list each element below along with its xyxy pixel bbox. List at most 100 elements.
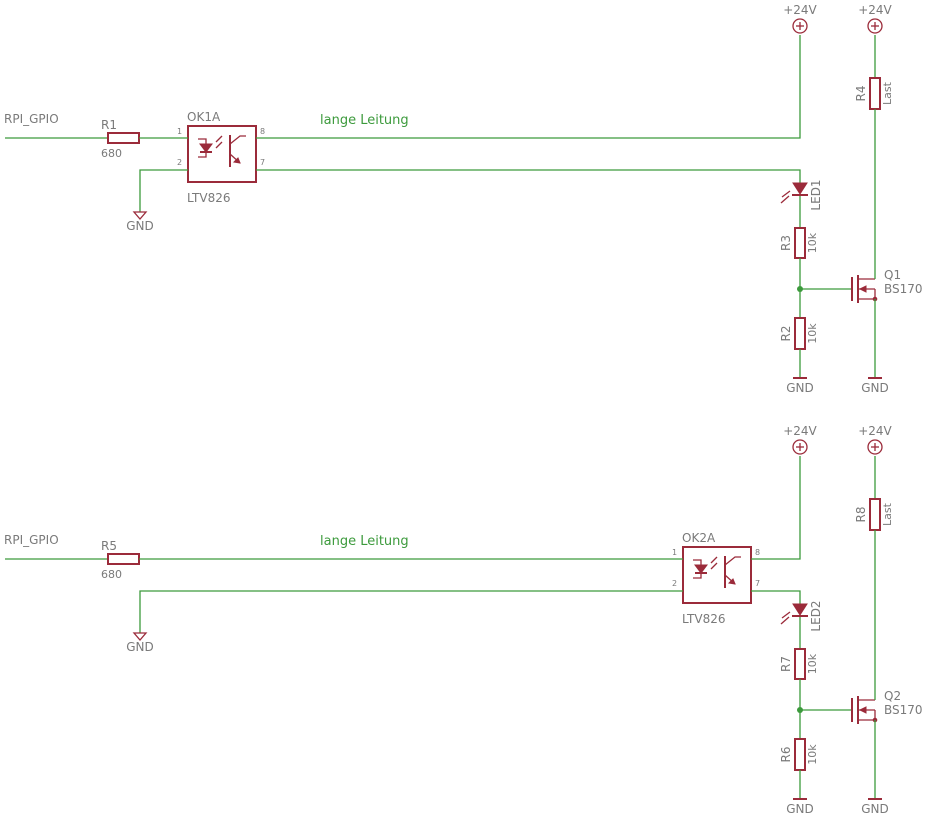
ground-symbol: GND [786, 377, 814, 395]
resistor-bottom: R2 10k [779, 317, 819, 350]
opto-collector [229, 135, 246, 145]
led-label: LED1 [809, 179, 823, 210]
supply-label: +24V [858, 424, 892, 438]
supply-symbol: +24V [783, 3, 818, 34]
supply-circle [867, 439, 883, 455]
ground-label: GND [861, 381, 889, 395]
mosfet-name: Q1 [884, 268, 901, 282]
resistor-value: 10k [806, 653, 819, 674]
led-light-arrow [781, 190, 791, 198]
opto-lead-a [693, 559, 702, 565]
mosfet-arrow [858, 285, 867, 293]
resistor-name: R2 [779, 326, 793, 342]
resistor-body [794, 738, 806, 771]
supply-label: +24V [858, 3, 892, 17]
resistor-name: R8 [854, 507, 868, 523]
resistor-value: 10k [806, 323, 819, 344]
optocoupler: OK2A LTV826 1 2 8 7 [672, 531, 760, 626]
led-triangle [792, 182, 808, 195]
led-label: LED2 [809, 600, 823, 631]
opto-emitter-arrow [232, 157, 241, 164]
optocoupler-name: OK2A [682, 531, 716, 545]
optocoupler-body [187, 125, 257, 183]
cable-label: lange Leitung [320, 113, 409, 128]
led-triangle [792, 603, 808, 616]
optocoupler-body [682, 546, 752, 604]
opto-collector [724, 556, 741, 566]
ground-label: GND [126, 219, 154, 233]
supply-symbol: +24V [783, 424, 818, 455]
optocoupler: OK1A LTV826 1 2 8 7 [177, 110, 265, 205]
optocoupler-type: LTV826 [682, 612, 725, 626]
led-light-arrow [780, 195, 790, 204]
supply-label: +24V [783, 3, 817, 17]
resistor-body [794, 648, 806, 680]
pin-2: 2 [672, 579, 677, 588]
optocoupler-name: OK1A [187, 110, 221, 124]
ground-triangle [132, 211, 148, 220]
load-resistor: R8 Last [854, 498, 894, 531]
opto-led-triangle [199, 143, 213, 153]
pin-1: 1 [672, 548, 677, 557]
circuit-1: RPI_GPIO R1 680 OK1A LTV826 1 2 8 7 lange Leitung… [4, 3, 923, 395]
supply-symbol: +24V [858, 3, 893, 34]
ground-triangle [132, 632, 148, 641]
cathode-wire [139, 590, 683, 633]
resistor-name: R1 [101, 118, 117, 132]
resistor-top: R7 10k [779, 648, 819, 680]
pin-7: 7 [260, 158, 265, 167]
collector-wire [256, 35, 801, 139]
opto-light-arrow [215, 135, 223, 143]
supply-circle [867, 18, 883, 34]
resistor-body [794, 227, 806, 259]
resistor-body [794, 317, 806, 350]
opto-lead-k [693, 573, 702, 579]
ground-symbol: GND [861, 798, 889, 816]
opto-lead-a [198, 138, 207, 144]
supply-symbol: +24V [858, 424, 893, 455]
resistor-value: 10k [806, 744, 819, 765]
ground-label: GND [861, 802, 889, 816]
supply-circle [792, 18, 808, 34]
opto-emitter-arrow [727, 578, 736, 585]
pin-7: 7 [755, 579, 760, 588]
resistor-name: R3 [779, 235, 793, 251]
resistor-value: 680 [101, 568, 122, 581]
optocoupler-type: LTV826 [187, 191, 230, 205]
ground-symbol: GND [126, 211, 154, 233]
pin-1: 1 [177, 127, 182, 136]
mosfet-arrow [858, 706, 867, 714]
opto-light-arrow [710, 556, 718, 564]
ground-label: GND [786, 381, 814, 395]
opto-light-arrow [710, 562, 718, 570]
mosfet-name: Q2 [884, 689, 901, 703]
cathode-wire [139, 169, 188, 212]
resistor-body [107, 132, 140, 144]
pin-8: 8 [755, 548, 760, 557]
resistor-name: R7 [779, 656, 793, 672]
gpio-label: RPI_GPIO [4, 112, 59, 126]
ground-label: GND [126, 640, 154, 654]
resistor-value: 10k [806, 232, 819, 253]
resistor-body [869, 498, 881, 531]
resistor-top: R3 10k [779, 227, 819, 259]
ground-symbol: GND [861, 377, 889, 395]
mosfet-type: BS170 [884, 282, 923, 296]
ground-symbol: GND [786, 798, 814, 816]
led-light-arrow [780, 616, 790, 625]
led: LED1 [780, 179, 823, 211]
led-light-arrow [781, 611, 791, 619]
ground-symbol: GND [126, 632, 154, 654]
series-resistor: R1 680 [101, 118, 140, 160]
resistor-body [869, 77, 881, 110]
resistor-value: Last [881, 81, 894, 105]
pin-2: 2 [177, 158, 182, 167]
collector-wire [751, 456, 801, 560]
resistor-value: 680 [101, 147, 122, 160]
resistor-name: R5 [101, 539, 117, 553]
pin-8: 8 [260, 127, 265, 136]
resistor-value: Last [881, 502, 894, 526]
